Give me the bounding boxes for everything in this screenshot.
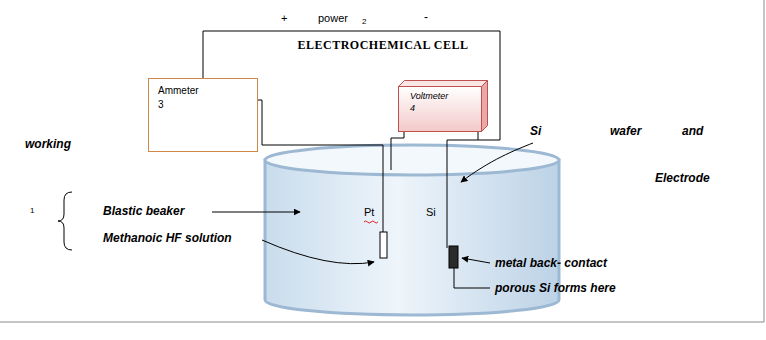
terminal-sign: + <box>281 12 287 25</box>
spell-underline <box>364 221 378 223</box>
power-label: power <box>318 12 348 25</box>
part-label: and <box>682 124 703 138</box>
pt-electrode <box>380 232 387 258</box>
meter-name: Voltmeter <box>410 90 488 102</box>
frame-line <box>0 322 764 323</box>
terminal-sign: - <box>424 10 428 24</box>
leader-arrow <box>462 258 490 263</box>
part-label: metal back- contact <box>495 256 607 270</box>
part-label: Blastic beaker <box>103 204 184 218</box>
box-top <box>399 81 488 87</box>
part-label: working <box>25 137 71 151</box>
callout-number: 4 <box>410 102 488 114</box>
part-label: porous Si forms here <box>495 281 616 295</box>
meter-name: Ammeter <box>158 84 257 98</box>
box-side <box>482 81 488 132</box>
callout-number: 1 <box>30 206 34 216</box>
curly-brace <box>58 192 72 250</box>
callout-number: 2 <box>362 17 366 27</box>
electrode-label: Si <box>426 206 436 219</box>
beaker-rim <box>265 145 559 175</box>
voltmeter-lead <box>391 132 404 170</box>
leader-line <box>454 268 490 288</box>
leader-arrow <box>461 143 533 182</box>
voltmeter-lead <box>478 132 479 140</box>
part-label: Electrode <box>655 171 710 185</box>
electrode-label: Pt <box>364 206 374 219</box>
part-label: wafer <box>610 124 641 138</box>
meter-box: Ammeter3 <box>148 78 258 152</box>
leader-arrow <box>212 212 300 213</box>
part-label: Si <box>530 124 541 138</box>
metal-back-contact <box>449 246 458 268</box>
frame-line <box>764 0 765 322</box>
meter-box-3d: Voltmeter4 <box>398 80 488 132</box>
part-label: Methanoic HF solution <box>103 231 232 245</box>
callout-number: 3 <box>158 98 257 112</box>
diagram-title: ELECTROCHEMICAL CELL <box>297 38 468 52</box>
leader-arrow <box>262 240 374 264</box>
si-wafer <box>447 140 448 248</box>
